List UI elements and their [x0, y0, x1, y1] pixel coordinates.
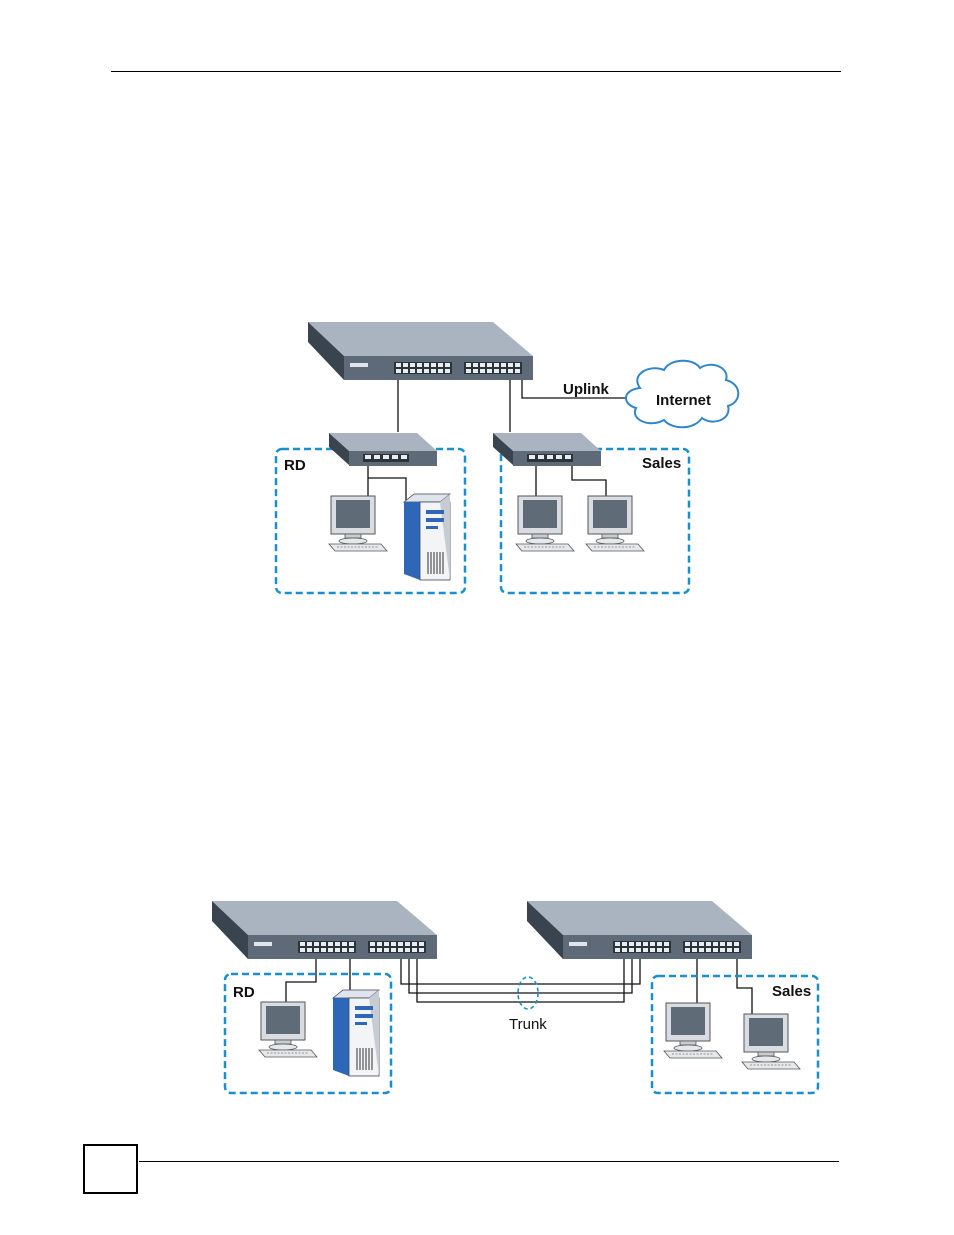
rd-group-2-label: RD	[233, 984, 255, 1001]
figure-2-diagram: Trunk RD Sales	[212, 901, 818, 1093]
sales-group-label: Sales	[642, 455, 681, 472]
footer-rule	[139, 1161, 839, 1162]
sales-group: Sales	[493, 433, 689, 593]
sales-group-2-label: Sales	[772, 983, 811, 1000]
rd-server	[404, 494, 450, 580]
right-switch	[527, 901, 752, 959]
rd-group-label: RD	[284, 457, 306, 474]
sales-desktop-1	[516, 496, 574, 551]
internet-cloud: Internet	[626, 361, 738, 428]
rd-desktop	[329, 496, 387, 551]
rd-group-2: RD	[225, 974, 391, 1093]
page-number-box	[83, 1144, 138, 1194]
rd-group: RD	[276, 433, 465, 593]
rd-server-2	[333, 990, 379, 1076]
figure-1-diagram: Internet Uplink RD Sales	[276, 322, 738, 593]
left-switch	[212, 901, 437, 959]
sales-switch	[493, 433, 601, 466]
internet-label: Internet	[656, 392, 711, 409]
sales-desktop-3	[664, 1003, 722, 1058]
sales-desktop-4	[742, 1014, 800, 1069]
trunk-label: Trunk	[509, 1016, 547, 1033]
core-switch-1	[308, 322, 533, 380]
sales-desktop-2	[586, 496, 644, 551]
sales-group-2: Sales	[652, 976, 818, 1093]
rd-switch	[329, 433, 437, 466]
uplink-label: Uplink	[563, 381, 609, 398]
rd-desktop-2	[259, 1002, 317, 1057]
